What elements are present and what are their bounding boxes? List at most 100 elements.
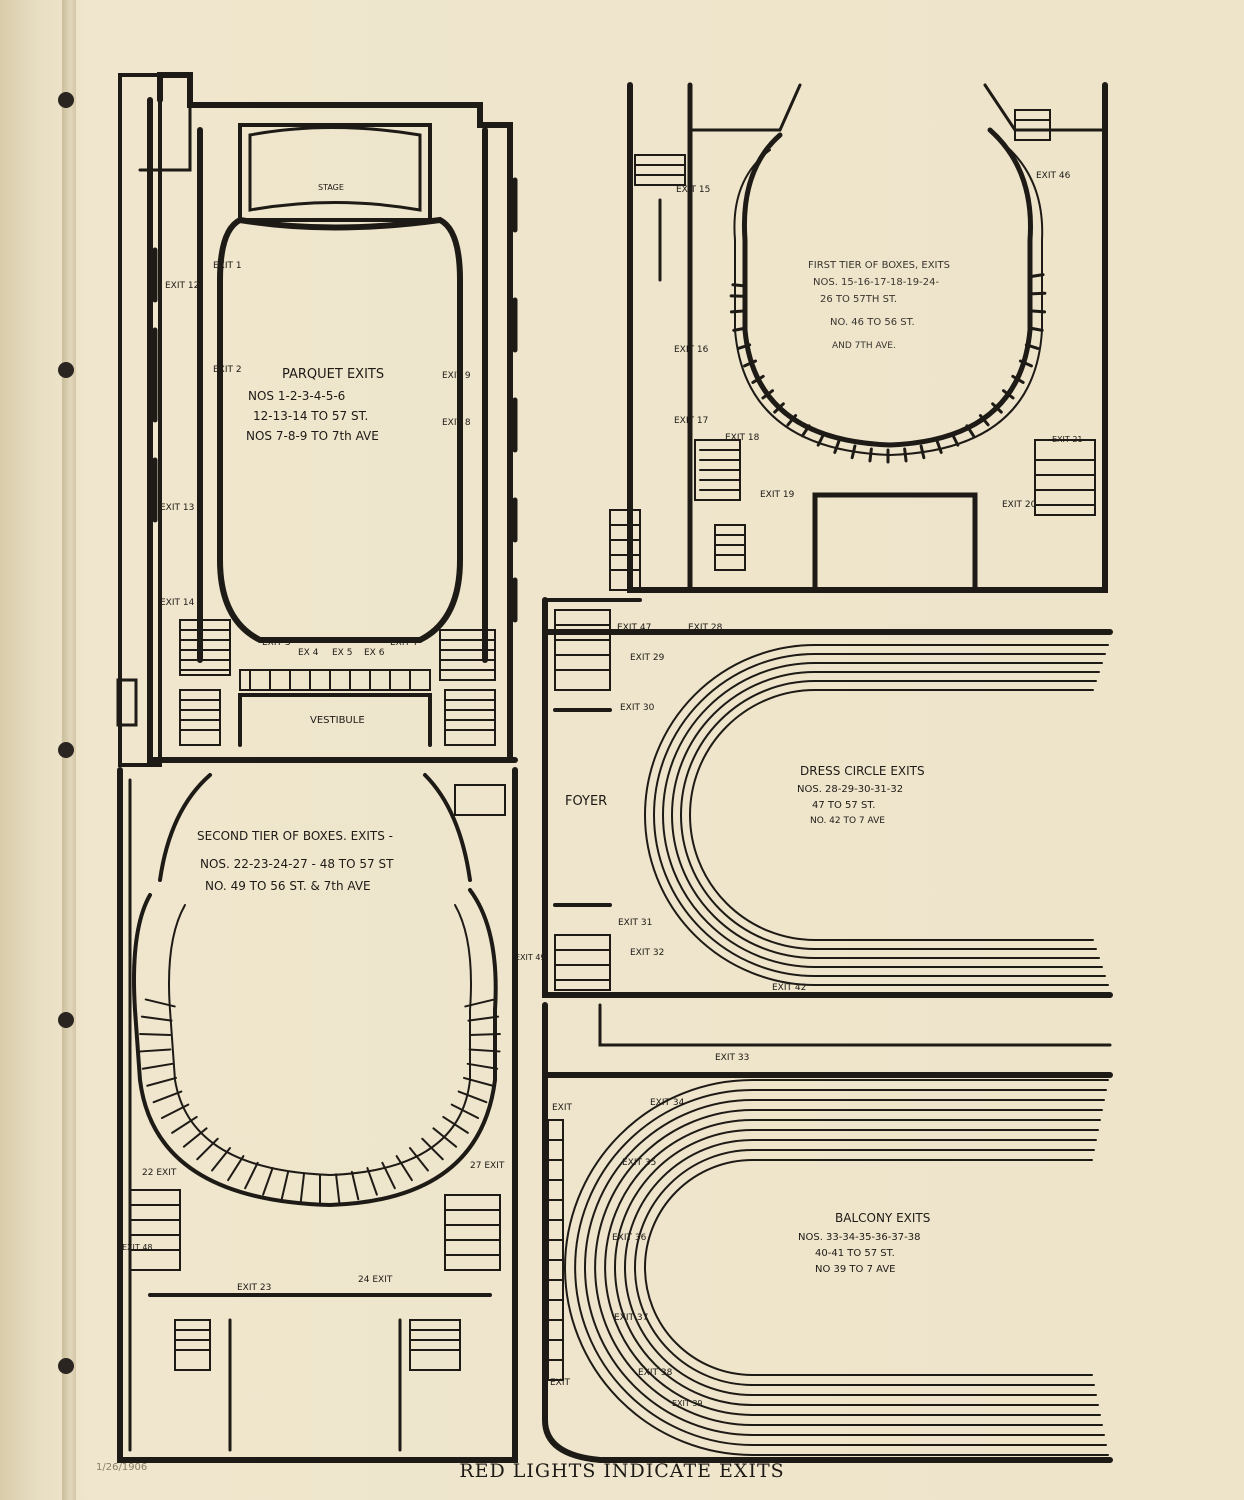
parquet-exits-line2: 12-13-14 TO 57 ST. (253, 409, 368, 423)
exit-label: EXIT 37 (614, 1313, 648, 1323)
box-partition (751, 374, 765, 384)
exit-label: EXIT (550, 1378, 571, 1388)
seating-row (624, 1139, 1097, 1396)
exit-label: EX 6 (364, 648, 385, 658)
box-partition (139, 1032, 172, 1037)
box-partition (381, 1161, 396, 1190)
balcony-line2: 40-41 TO 57 ST. (815, 1248, 895, 1259)
exit-label: EXIT 21 (1052, 435, 1083, 444)
seating-row (604, 1119, 1101, 1416)
box-partition (244, 1161, 259, 1190)
seating-row (584, 1099, 1105, 1436)
box-partition (366, 1167, 378, 1196)
box-partition (462, 1076, 494, 1087)
binding-hole (58, 1358, 74, 1374)
vestibule-label: VESTIBULE (310, 715, 365, 726)
exit-label: EXIT 49 (515, 953, 546, 962)
exit-label: EXIT 2 (213, 365, 242, 375)
seating-row (689, 689, 1094, 941)
dress-circle-line2: 47 TO 57 ST. (812, 800, 875, 811)
exit-label: 27 EXIT (470, 1161, 505, 1171)
box-partition (335, 1173, 341, 1204)
box-partition (919, 444, 926, 460)
box-partition (139, 1048, 172, 1053)
exit-label: EX 4 (298, 648, 319, 658)
box-partition (1031, 309, 1047, 314)
seating-row (644, 1159, 1093, 1376)
box-partition (732, 326, 748, 332)
exit-label: 22 EXIT (142, 1168, 177, 1178)
box-partition (786, 414, 798, 427)
exit-label: EXIT 8 (442, 418, 471, 428)
box-partition (761, 389, 775, 400)
exit-label: EXIT 38 (638, 1368, 673, 1378)
box-partition (773, 402, 785, 414)
exit-label: EXIT 18 (725, 433, 760, 443)
exit-label: EXIT 16 (674, 345, 709, 355)
box-partition (468, 1048, 501, 1053)
seating-row (564, 1079, 1109, 1456)
box-partition (965, 424, 976, 438)
box-partition (211, 1147, 232, 1172)
box-partition (1024, 343, 1040, 350)
exit-label: EXIT 28 (688, 623, 723, 633)
box-partition (457, 1090, 488, 1104)
first-tier-title: FIRST TIER OF BOXES, EXITS (808, 260, 950, 271)
balcony-plan (542, 1002, 1113, 1463)
box-partition (833, 439, 841, 454)
seating-row (644, 644, 1109, 986)
box-partition (800, 424, 811, 438)
box-partition (743, 359, 758, 368)
box-partition (729, 309, 745, 314)
exit-label: EXIT 7 (390, 638, 419, 648)
box-partition (299, 1173, 305, 1204)
binding-hole (58, 92, 74, 108)
first-tier-line1: NOS. 15-16-17-18-19-24- (813, 277, 939, 288)
seating-row (574, 1089, 1107, 1446)
exit-label: EXIT 34 (650, 1098, 685, 1108)
exit-label: EXIT 12 (165, 281, 199, 291)
box-partition (1018, 359, 1033, 368)
exit-label: EXIT 32 (630, 948, 664, 958)
seating-row (614, 1129, 1099, 1406)
exit-label: EXIT 31 (618, 918, 652, 928)
box-partition (227, 1155, 245, 1182)
box-partition (350, 1170, 360, 1201)
exit-label: EX 5 (332, 648, 352, 658)
box-partition (262, 1167, 274, 1196)
foyer-label: FOYER (565, 794, 607, 809)
exit-label: EXIT 23 (237, 1283, 271, 1293)
seating-row (680, 680, 1097, 950)
box-partition (978, 414, 990, 427)
exit-label: EXIT 47 (617, 623, 651, 633)
exit-label: EXIT 14 (160, 598, 195, 608)
first-tier-line3: NO. 46 TO 56 ST. (830, 317, 915, 328)
stage-label: STAGE (318, 183, 344, 192)
box-partition (935, 439, 943, 454)
exit-label: EXIT 9 (442, 371, 471, 381)
box-partition (1011, 374, 1025, 384)
dress-circle-line3: NO. 42 TO 7 AVE (810, 816, 885, 826)
exit-label: EXIT 13 (160, 503, 194, 513)
box-partition (171, 1115, 198, 1134)
exit-label: EXIT 20 (1002, 500, 1037, 510)
box-partition (903, 447, 908, 463)
box-partition (464, 998, 496, 1008)
balcony-title: BALCONY EXITS (835, 1211, 930, 1225)
balcony-line3: NO 39 TO 7 AVE (815, 1264, 896, 1275)
seating-row (653, 653, 1106, 977)
box-partition (467, 1015, 500, 1022)
parquet-exits-title: PARQUET EXITS (282, 367, 384, 382)
dress-circle-plan (542, 597, 1113, 998)
exit-label: EXIT 46 (1036, 171, 1071, 181)
box-partition (816, 432, 826, 447)
box-partition (468, 1032, 501, 1037)
box-partition (442, 1115, 469, 1134)
exit-label: EXIT 3 (262, 638, 291, 648)
exit-label: EXIT 42 (772, 983, 806, 993)
box-partition (152, 1090, 183, 1104)
seating-row (662, 662, 1103, 968)
box-partition (1029, 273, 1045, 279)
